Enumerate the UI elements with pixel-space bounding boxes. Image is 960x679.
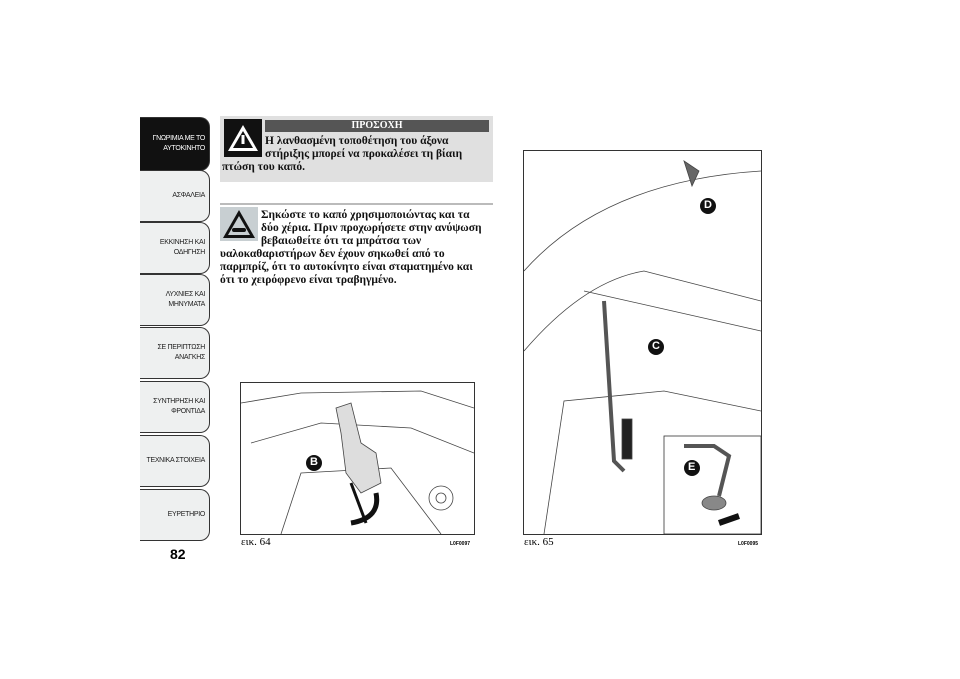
warning-text-line: πτώση του καπό. [222,161,305,173]
tab-getting-to-know[interactable]: ΓΝΩΡΙΜΙΑ ΜΕ ΤΟ ΑΥΤΟΚΙΝΗΤΟ [140,117,210,171]
tab-warning-lights[interactable]: ΛΥΧΝΙΕΣ ΚΑΙ ΜΗΝΥΜΑΤΑ [140,274,210,326]
warning-text-line: στήριξης μπορεί να προκαλέσει τη βίαιη [265,148,463,160]
tab-safety[interactable]: ΑΣΦΑΛΕΙΑ [140,170,210,222]
note-text-line: Σηκώστε το καπό χρησιμοποιώντας και τα [261,209,470,221]
tab-maintenance[interactable]: ΣΥΝΤΗΡΗΣΗ ΚΑΙ ΦΡΟΝΤΙΔΑ [140,381,210,433]
callout-label: B [310,456,318,468]
callout-b-icon [306,455,322,471]
figure-code: L0F0097 [450,541,471,547]
callout-e-icon [684,460,700,476]
car-caution-icon [220,207,258,241]
tab-emergency[interactable]: ΣΕ ΠΕΡΙΠΤΩΣΗ ΑΝΑΓΚΗΣ [140,327,210,379]
warning-title: ΠΡΟΣΟΧΗ [265,120,489,132]
figure-caption: εικ. 64 [241,536,271,548]
callout-label: D [704,199,712,211]
callout-d-icon [700,198,716,214]
figure-64-hood-latch: B [240,382,475,535]
note-text-line: υαλοκαθαριστήρων δεν έχουν σηκωθεί από τ… [220,248,445,260]
warning-triangle-icon [224,119,262,157]
callout-label: E [688,461,696,473]
divider [220,203,493,205]
page-number: 82 [170,546,186,562]
note-text-line: παρμπρίζ, ότι το αυτοκίνητο είναι σταματ… [220,261,473,273]
note-text-line: βεβαιωθείτε ότι τα μπράτσα των [261,235,422,247]
tab-starting-driving[interactable]: ΕΚΚΙΝΗΣΗ ΚΑΙ ΟΔΗΓΗΣΗ [140,222,210,274]
callout-label: C [652,340,660,352]
figure-65-hood-prop-rod: D C E [523,150,762,535]
tab-technical-data[interactable]: ΤΕΧΝΙΚΑ ΣΤΟΙΧΕΙΑ [140,435,210,487]
warning-text-line: Η λανθασμένη τοποθέτηση του άξονα [265,135,449,147]
callout-c-icon [648,339,664,355]
tab-index[interactable]: ΕΥΡΕΤΗΡΙΟ [140,489,210,541]
note-text-line: ότι το χειρόφρενο είναι τραβηγμένο. [220,274,397,286]
figure-caption: εικ. 65 [524,536,554,548]
note-text-line: δύο χέρια. Πριν προχωρήσετε στην ανύψωση [261,222,482,234]
figure-code: L0F0095 [738,541,759,547]
